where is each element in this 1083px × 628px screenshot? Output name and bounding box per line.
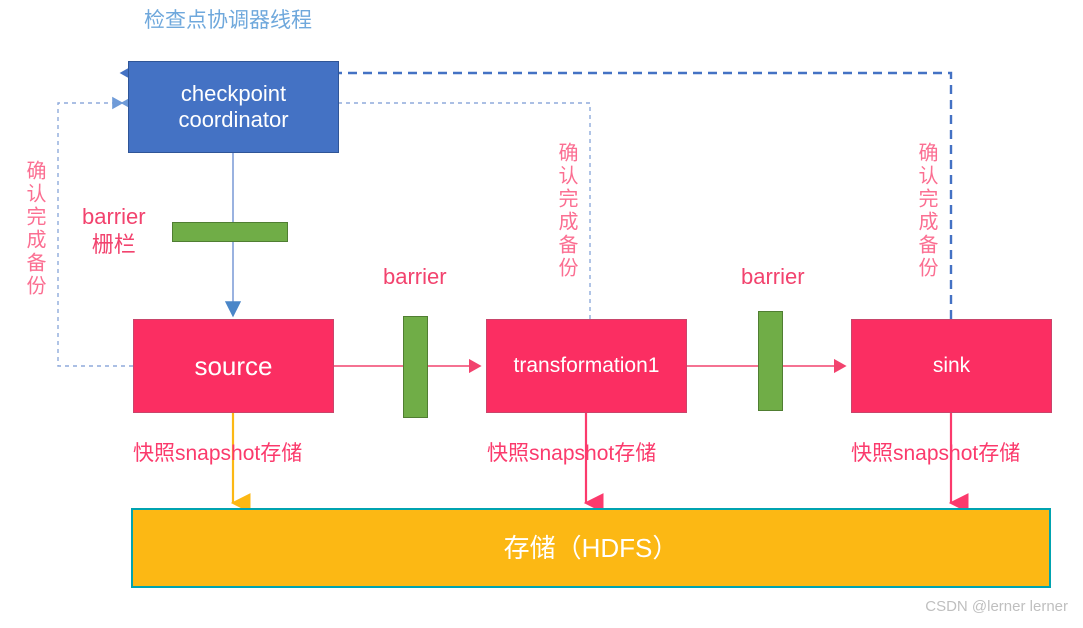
label-snapshot-3: 快照snapshot存储 [851, 442, 1021, 465]
barrier-bar-vertical-2 [758, 311, 783, 411]
barrier-bar-vertical-1 [403, 316, 428, 418]
sink-label: sink [932, 353, 971, 377]
label-snapshot-1: 快照snapshot存储 [133, 442, 303, 465]
storage-label: 存储（HDFS） [503, 532, 679, 563]
barrier-bar-horizontal [172, 222, 288, 242]
node-sink: sink [851, 319, 1052, 413]
label-barrier-1-cn: 栅栏 [91, 231, 136, 257]
coordinator-label-line1: checkpoint [180, 81, 287, 107]
label-ack-2: 确认完成备份 [555, 142, 577, 280]
transformation1-label: transformation1 [513, 353, 660, 377]
label-barrier-1: barrier 栅栏 [82, 203, 146, 258]
watermark: CSDN @lerner lerner [925, 598, 1068, 615]
source-label: source [194, 350, 273, 381]
label-barrier-3: barrier [741, 264, 805, 289]
label-barrier-2: barrier [383, 264, 447, 289]
diagram-title: 检查点协调器线程 [144, 9, 312, 32]
node-source: source [133, 319, 334, 413]
coordinator-label-line2: coordinator [178, 107, 289, 132]
label-ack-3: 确认完成备份 [915, 142, 937, 280]
node-storage-hdfs: 存储（HDFS） [131, 508, 1051, 588]
node-checkpoint-coordinator: checkpoint coordinator [128, 61, 339, 153]
node-transformation1: transformation1 [486, 319, 687, 413]
label-snapshot-2: 快照snapshot存储 [487, 442, 657, 465]
label-barrier-1-en: barrier [82, 204, 146, 229]
label-ack-1: 确认完成备份 [23, 160, 45, 298]
